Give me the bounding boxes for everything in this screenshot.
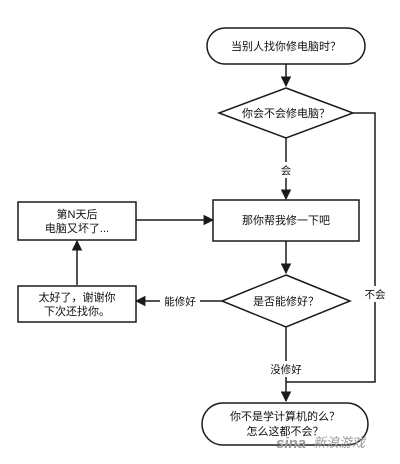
process-thanks-line-2: 下次还找你。 — [44, 304, 110, 318]
start-node-label: 当别人找你修电脑时？ — [231, 39, 341, 53]
edge-cannot-to-end — [286, 112, 376, 383]
end-node-line-1: 你不是学计算机的么？ — [230, 409, 340, 423]
decision-repaired-label: 是否能修好？ — [253, 294, 319, 308]
decision-can-repair-label: 你会不会修电脑？ — [242, 106, 330, 120]
edge-label-no: 不会 — [365, 288, 386, 301]
end-node-line-2: 怎么这都不会？ — [247, 424, 324, 438]
watermark-text: 新浪游戏 — [313, 435, 367, 450]
decision-repaired — [220, 274, 352, 328]
watermark-logo: sina — [276, 435, 306, 452]
decision-can-repair — [216, 87, 356, 139]
start-node — [206, 27, 366, 65]
process-broken-again — [17, 201, 137, 241]
process-broken-again-line-2: 电脑又坏了... — [45, 222, 109, 235]
edge-label-yes: 会 — [281, 164, 292, 177]
process-help-repair-label: 那你帮我修一下吧 — [242, 213, 330, 227]
process-thanks-line-1: 太好了，谢谢你 — [39, 290, 116, 304]
edge-label-repaired: 能修好 — [164, 295, 196, 308]
process-thanks — [17, 285, 137, 323]
process-broken-again-line-1: 第N天后 — [57, 207, 98, 221]
end-node — [201, 402, 369, 446]
process-help-repair — [212, 199, 360, 242]
edge-label-not-repaired: 没修好 — [270, 363, 302, 376]
